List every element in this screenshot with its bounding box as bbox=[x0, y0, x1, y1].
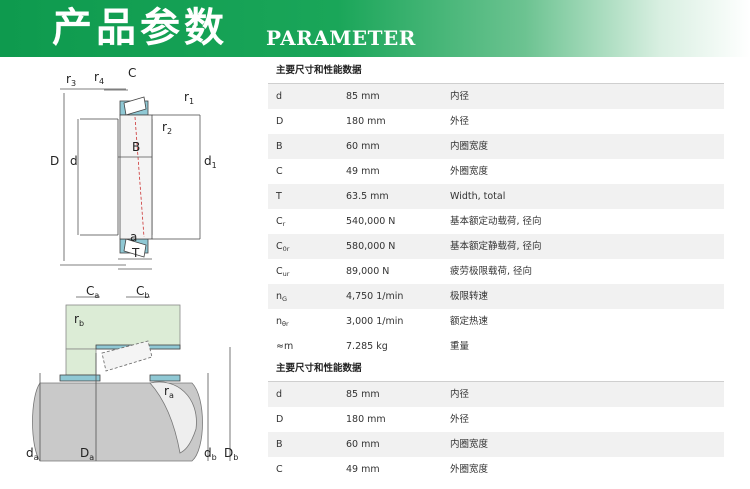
label-rb: rb bbox=[74, 312, 84, 328]
label-a: a bbox=[130, 230, 137, 244]
label-d1: d1 bbox=[204, 154, 217, 170]
label-Ca: Ca bbox=[86, 284, 99, 300]
label-ra: ra bbox=[164, 384, 174, 400]
label-r1: r1 bbox=[184, 90, 194, 106]
label-Da: Da bbox=[80, 446, 94, 462]
label-T: T bbox=[131, 246, 140, 260]
label-da: da bbox=[26, 446, 39, 462]
diagram-labels-bottom: Ca Cb rb ra da Da db Db bbox=[26, 284, 238, 462]
label-D: D bbox=[50, 154, 59, 168]
label-r4: r4 bbox=[94, 70, 104, 86]
label-B: B bbox=[132, 140, 140, 154]
table-header: 主要尺寸和性能数据 bbox=[268, 357, 724, 382]
diagram-labels-top: r3 r4 C r1 r2 D d B d1 a T bbox=[50, 66, 217, 260]
label-Cb: Cb bbox=[136, 284, 149, 300]
mounting-diagram bbox=[32, 296, 231, 462]
label-d: d bbox=[70, 154, 78, 168]
banner-title: 产品参数 bbox=[52, 5, 228, 51]
bearing-cross-section-diagram bbox=[60, 88, 201, 270]
banner-subtitle: PARAMETER bbox=[266, 26, 416, 50]
label-Db: Db bbox=[224, 446, 238, 462]
header-banner: 产品参数 PARAMETER bbox=[0, 0, 750, 57]
bearing-diagrams: r3 r4 C r1 r2 D d B d1 a T Ca Cb rb ra d… bbox=[26, 66, 238, 462]
label-db: db bbox=[204, 446, 217, 462]
table-header: 主要尺寸和性能数据 bbox=[268, 59, 724, 84]
label-r3: r3 bbox=[66, 72, 76, 88]
label-r2: r2 bbox=[162, 120, 172, 136]
label-C: C bbox=[128, 66, 136, 80]
